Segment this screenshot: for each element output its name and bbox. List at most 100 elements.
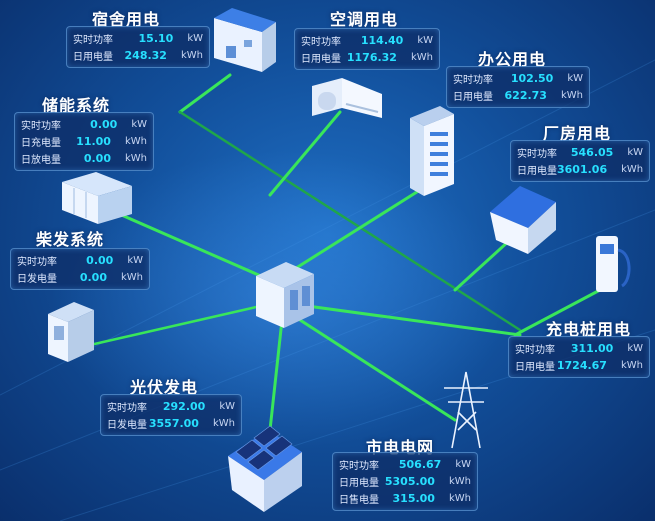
label: 实时功率 <box>73 35 113 46</box>
value: 1724.67 <box>556 359 607 372</box>
line-diesel <box>88 303 267 347</box>
label: 实时功率 <box>21 121 61 132</box>
air-conditioner-icon <box>312 78 382 118</box>
value: 15.10 <box>138 32 174 45</box>
unit: kWh <box>212 418 235 429</box>
storage-row-charge: 日充电量 11.00 kWh <box>21 133 147 150</box>
line-grid <box>298 318 457 422</box>
power-lines <box>88 73 602 432</box>
label: 实时功率 <box>515 345 555 356</box>
diesel-title: 柴发系统 <box>36 230 105 249</box>
charging-pile-icon <box>596 236 631 292</box>
value: 546.05 <box>570 146 614 159</box>
charging-row-power: 实时功率 311.00 kW <box>515 340 643 357</box>
line-charging <box>513 288 602 337</box>
label: 实时功率 <box>17 257 57 268</box>
unit: kW <box>627 343 643 354</box>
unit: kWh <box>448 476 471 487</box>
value: 315.00 <box>392 492 435 505</box>
value: 114.40 <box>360 34 404 47</box>
unit: kW <box>219 401 235 412</box>
transmission-tower-icon <box>444 371 488 449</box>
aircon-title: 空调用电 <box>330 10 399 29</box>
line-center-right <box>298 303 522 337</box>
diesel-generator-icon <box>48 302 94 362</box>
value: 3601.06 <box>557 163 608 176</box>
office-row-energy: 日用电量 622.73 kWh <box>453 87 583 104</box>
dormitory-building-icon <box>214 8 276 72</box>
label: 日用电量 <box>453 92 493 103</box>
unit: kWh <box>120 272 143 283</box>
value: 622.73 <box>504 89 547 102</box>
value: 0.00 <box>90 118 118 131</box>
line-dorm-to-factory <box>178 110 522 332</box>
unit: kWh <box>124 153 147 164</box>
label: 日用电量 <box>517 166 557 177</box>
storage-row-power: 实时功率 0.00 kW <box>21 116 147 133</box>
value: 11.00 <box>76 135 111 148</box>
unit: kW <box>131 119 147 130</box>
value: 506.67 <box>398 458 442 471</box>
unit: kWh <box>180 50 203 61</box>
central-power-cabinet-icon <box>256 262 314 328</box>
grid-row-power: 实时功率 506.67 kW <box>339 456 471 473</box>
value: 5305.00 <box>384 475 435 488</box>
dorm-title: 宿舍用电 <box>92 10 161 29</box>
line-pv <box>268 318 284 432</box>
storage-title: 储能系统 <box>42 96 111 115</box>
label: 日售电量 <box>339 495 379 506</box>
label: 实时功率 <box>339 461 379 472</box>
energy-storage-container-icon <box>62 172 132 224</box>
label: 日发电量 <box>107 420 147 431</box>
label: 日放电量 <box>21 155 61 166</box>
charging-title: 充电桩用电 <box>546 320 632 339</box>
value: 0.00 <box>79 271 107 284</box>
value: 248.32 <box>124 49 167 62</box>
label: 日用电量 <box>301 54 341 65</box>
unit: kW <box>455 459 471 470</box>
line-storage <box>108 208 272 282</box>
factory-title: 厂房用电 <box>543 124 612 143</box>
value: 311.00 <box>570 342 614 355</box>
label: 实时功率 <box>517 149 557 160</box>
label: 日用电量 <box>339 478 379 489</box>
value: 292.00 <box>162 400 206 413</box>
pv-title: 光伏发电 <box>130 378 199 397</box>
unit: kWh <box>410 52 433 63</box>
grid-panel: 实时功率 506.67 kW 日用电量 5305.00 kWh 日售电量 315.00 kW… <box>332 452 478 511</box>
solar-panel-array-icon <box>228 425 302 512</box>
label: 实时功率 <box>301 37 341 48</box>
unit: kWh <box>124 136 147 147</box>
unit: kW <box>567 73 583 84</box>
value: 102.50 <box>510 72 554 85</box>
line-aircon <box>268 110 342 197</box>
unit: kWh <box>560 90 583 101</box>
factory-building-icon <box>490 186 556 254</box>
unit: kW <box>417 35 433 46</box>
unit: kWh <box>621 164 644 175</box>
value: 3557.00 <box>148 417 199 430</box>
unit: kW <box>127 255 143 266</box>
label: 日充电量 <box>21 138 61 149</box>
unit: kWh <box>620 360 643 371</box>
line-office <box>283 188 422 277</box>
